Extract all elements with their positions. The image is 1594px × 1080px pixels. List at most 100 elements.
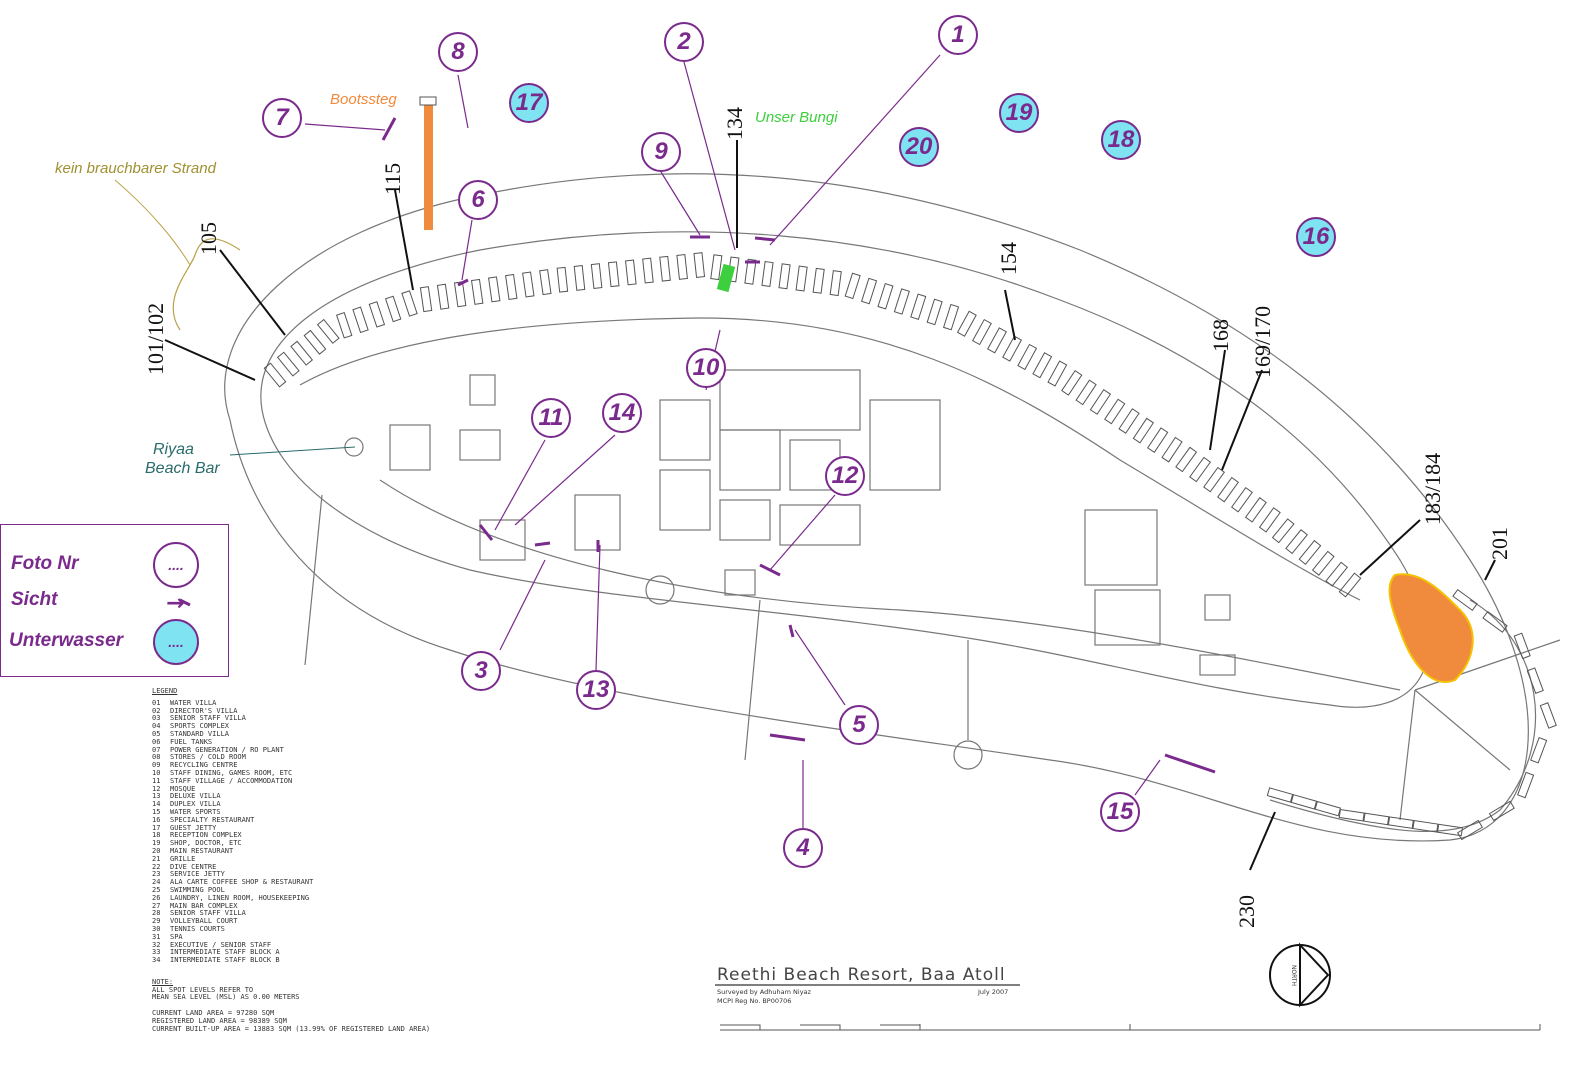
legend-code: 26 (152, 893, 161, 902)
villa (1189, 456, 1212, 483)
legend-label: INTERMEDIATE STAFF BLOCK B (170, 956, 280, 965)
legend-code: 19 (152, 839, 161, 848)
villa (1436, 823, 1464, 837)
north-arrow (1269, 942, 1331, 1008)
photo-marker: 9 (641, 132, 681, 172)
legend-code: 18 (152, 831, 161, 840)
villa (744, 258, 757, 285)
villa (844, 272, 861, 300)
beach-bar-label: Riyaa Beach Bar (145, 440, 220, 478)
villa (659, 255, 671, 282)
bootssteg-jetty (424, 103, 433, 230)
note-line-1: ALL SPOT LEVELS REFER TO (152, 985, 254, 994)
legend-label: GUEST JETTY (170, 823, 217, 832)
key-box: Foto Nr Sicht Unterwasser .... → .... (0, 524, 229, 677)
villa (987, 327, 1007, 354)
photo-marker: 14 (602, 393, 642, 433)
villa (1032, 352, 1053, 379)
legend-label: DIVE CENTRE (170, 862, 217, 871)
villa-number-label: 154 (996, 242, 1021, 275)
key-sicht: Sicht (11, 589, 58, 610)
reg-no: MCPI Reg No. BP00706 (717, 997, 792, 1005)
legend-label: WATER SPORTS (170, 807, 221, 816)
key-foto-nr: Foto Nr (11, 553, 79, 574)
villa (877, 283, 894, 310)
villa (590, 263, 603, 289)
villa (1517, 771, 1535, 799)
villa (488, 276, 501, 303)
legend-label: DELUXE VILLA (170, 792, 221, 801)
legend-code: 27 (152, 901, 161, 910)
area-line-2: REGISTERED LAND AREA = 98389 SQM (152, 1017, 287, 1026)
legend-code: 28 (152, 909, 161, 918)
villa (1539, 702, 1557, 729)
key-arrow-icon: → (166, 591, 185, 616)
legend-label: VOLLEYBALL COURT (170, 917, 238, 926)
legend-code: 22 (152, 862, 161, 871)
legend-label: SENIOR STAFF VILLA (170, 909, 246, 918)
villa (693, 252, 706, 278)
legend-label: STORES / COLD ROOM (170, 753, 246, 762)
key-underwater-icon: .... (153, 619, 199, 665)
villa-number-label: 230 (1234, 895, 1259, 928)
photo-marker: 10 (686, 348, 726, 388)
villa (436, 283, 450, 310)
legend-label: DUPLEX VILLA (170, 800, 221, 809)
legend-code: 29 (152, 917, 161, 926)
legend-code: 25 (152, 885, 161, 894)
legend-label: MAIN BAR COMPLEX (170, 901, 238, 910)
underwater-marker: 18 (1101, 120, 1141, 160)
villa-number-label: 169/170 (1250, 305, 1275, 378)
legend-label: DIRECTOR'S VILLA (170, 706, 238, 715)
legend-item: 27 MAIN BAR COMPLEX (152, 901, 430, 911)
legend-label: FUEL TANKS (170, 737, 213, 746)
villa (1075, 379, 1097, 406)
villa (778, 263, 791, 290)
photo-marker: 2 (664, 22, 704, 62)
area-line-1: CURRENT LAND AREA = 97280 SQM (152, 1009, 275, 1018)
villa (1089, 389, 1112, 415)
legend-code: 14 (152, 800, 161, 809)
villa (1452, 589, 1478, 611)
villa (1203, 466, 1226, 493)
legend-code: 21 (152, 854, 161, 863)
villa (1132, 417, 1155, 444)
villa (401, 290, 418, 317)
photo-marker: 15 (1100, 792, 1140, 832)
surveyed-by: Surveyed by Adhuham Niyaz (717, 988, 811, 996)
unser-bungi-label: Unser Bungi (755, 109, 838, 126)
villa (926, 298, 943, 326)
villa (470, 278, 484, 305)
villa (352, 306, 369, 334)
photo-marker: 12 (825, 456, 865, 496)
bootssteg-label: Bootssteg (330, 91, 397, 108)
note-heading: NOTE: (152, 977, 174, 986)
legend-code: 16 (152, 815, 161, 824)
villa (368, 301, 386, 328)
legend-label: MOSQUE (170, 784, 196, 793)
villa (607, 261, 620, 288)
note-line-2: MEAN SEA LEVEL (MSL) AS 0.00 METERS (152, 993, 300, 1002)
north-label: NORTH (1290, 964, 1298, 987)
legend-code: 11 (152, 776, 161, 785)
villa (316, 318, 340, 344)
villa-number-label: 201 (1487, 527, 1512, 560)
villa (1456, 819, 1484, 841)
legend-label: INTERMEDIATE STAFF BLOCK A (170, 948, 280, 957)
unser-bungi-villa (716, 263, 736, 293)
legend-label: SPECIALTY RESTAURANT (170, 815, 255, 824)
